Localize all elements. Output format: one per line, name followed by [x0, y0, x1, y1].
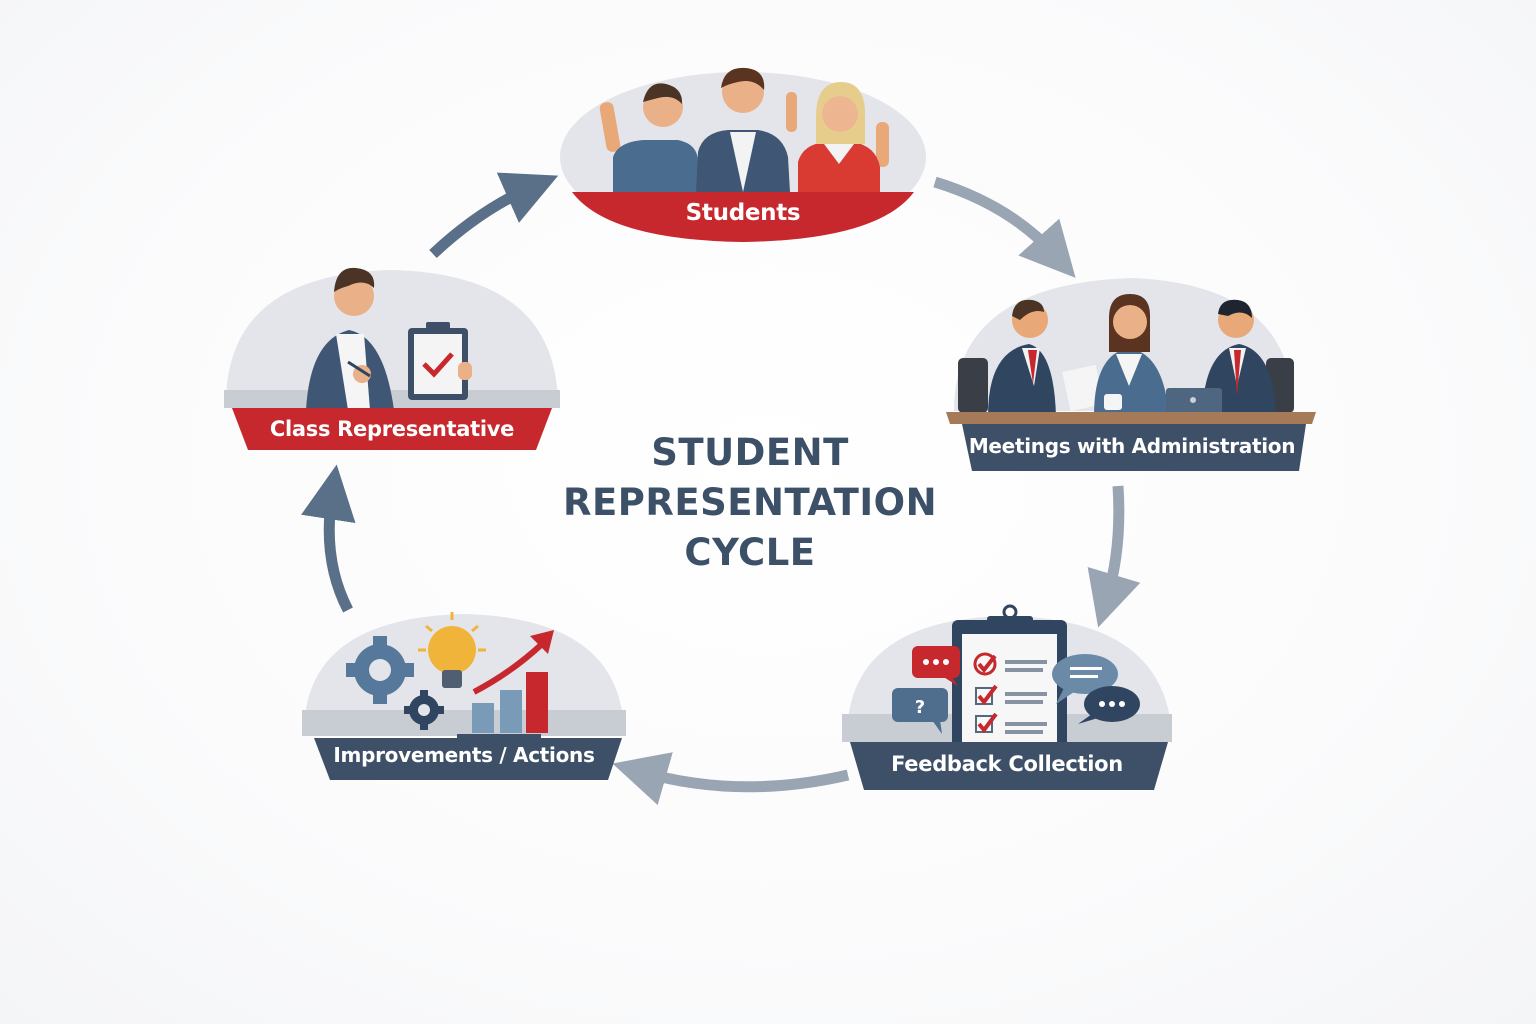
improvements-illustration	[302, 612, 626, 780]
representative-person-icon	[306, 267, 394, 410]
node-meetings: Meetings with Administration	[944, 276, 1320, 474]
node-label-class-representative: Class Representative	[269, 417, 515, 441]
svg-text:?: ?	[915, 697, 925, 718]
arrow-meetings-to-feedback	[1087, 485, 1141, 628]
diagram-title: STUDENT REPRESENTATION CYCLE	[540, 428, 960, 578]
arrow-feedback-to-improvements	[612, 752, 850, 806]
arrow-improvements-to-classrep	[301, 464, 356, 613]
node-class-representative: Class Representative	[224, 262, 560, 452]
person-left-icon	[988, 299, 1056, 416]
lightbulb-icon	[418, 612, 486, 688]
meeting-illustration	[946, 278, 1316, 471]
title-line-1: STUDENT	[651, 431, 849, 474]
student-right-icon	[786, 82, 889, 192]
clipboard-check-icon	[408, 322, 472, 400]
feedback-illustration: ?	[842, 604, 1172, 790]
arrow-classrep-to-students	[429, 172, 559, 259]
gear-large-icon	[346, 636, 414, 704]
speech-bubble-red-icon	[912, 646, 960, 686]
student-middle-icon	[696, 67, 790, 192]
student-left-icon	[599, 83, 698, 192]
bar-chart-icon	[457, 630, 554, 738]
node-feedback: ? Feedback Collection	[842, 604, 1172, 792]
speech-bubble-lines-icon	[1052, 654, 1118, 704]
students-illustration	[560, 67, 926, 242]
node-label-students: Students	[685, 200, 801, 226]
speech-bubble-question-icon: ?	[892, 688, 948, 734]
arrow-students-to-meetings	[933, 176, 1076, 278]
node-label-feedback: Feedback Collection	[891, 752, 1123, 776]
node-students: Students	[558, 62, 928, 244]
title-line-2: REPRESENTATION	[562, 481, 938, 524]
clipboard-icon	[952, 604, 1067, 750]
node-label-meetings: Meetings with Administration	[968, 434, 1296, 458]
speech-bubble-dots-icon	[1078, 686, 1140, 724]
node-improvements: Improvements / Actions	[302, 606, 626, 782]
node-label-improvements: Improvements / Actions	[333, 743, 595, 767]
gear-small-icon	[404, 690, 444, 730]
class-rep-illustration	[224, 267, 560, 450]
title-line-3: CYCLE	[684, 531, 816, 574]
